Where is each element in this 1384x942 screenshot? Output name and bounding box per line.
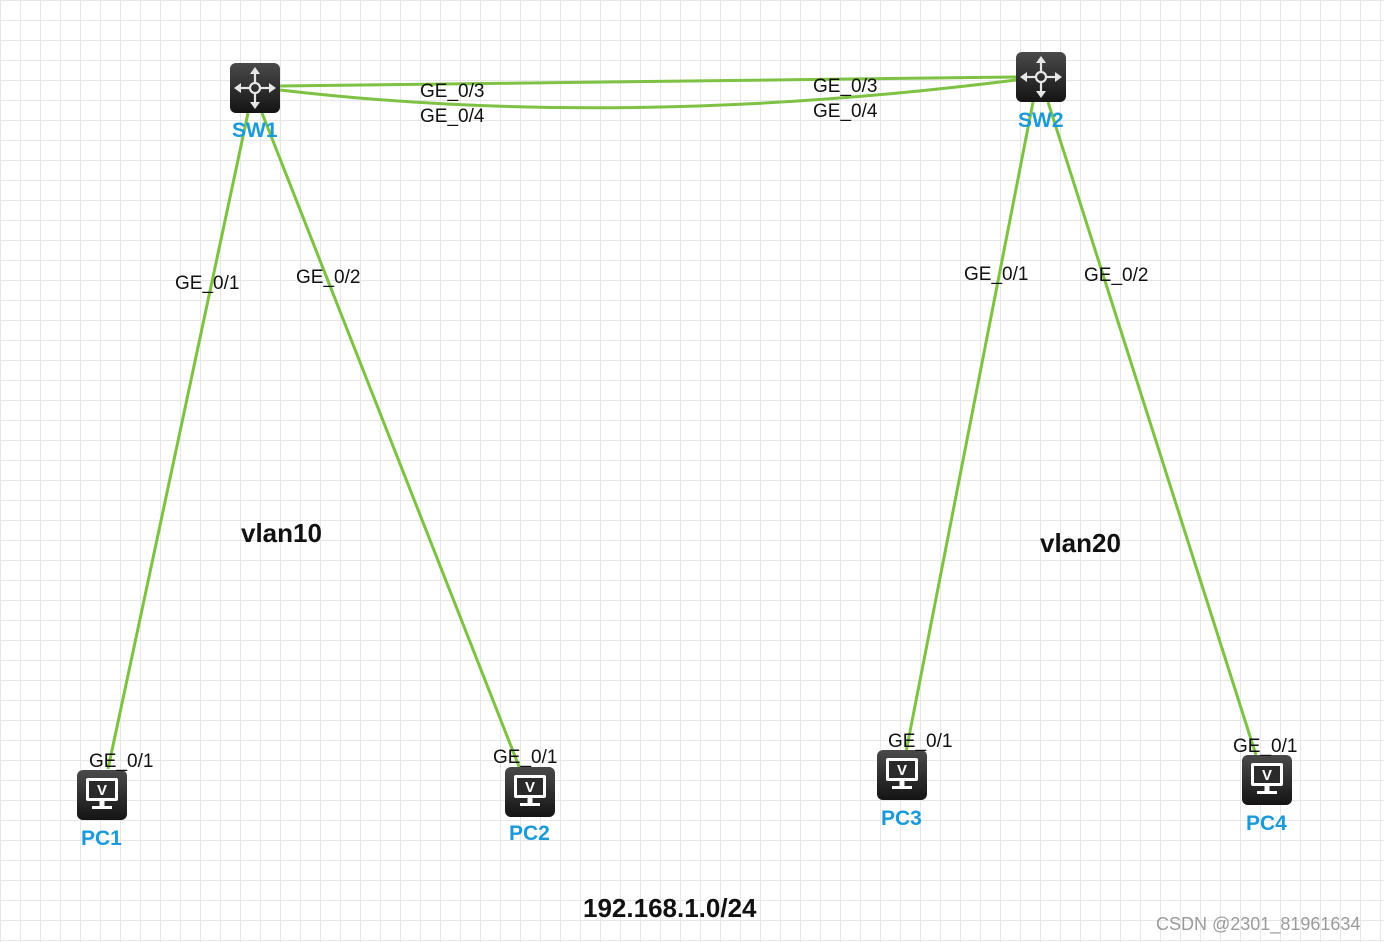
device-label-pc4: PC4 (1246, 812, 1287, 835)
watermark: CSDN @2301_81961634 (1156, 914, 1361, 934)
port-label-pc4-ge01: GE_0/1 (1233, 736, 1298, 757)
switch-icon (228, 61, 282, 115)
pc-pc3[interactable] (877, 750, 927, 800)
link-sw2-pc4[interactable] (1046, 101, 1258, 756)
pc-icon (1242, 755, 1292, 805)
pc-pc2[interactable] (505, 767, 555, 817)
device-label-pc1: PC1 (81, 827, 122, 850)
switch-sw1[interactable] (228, 61, 282, 115)
switch-icon (1014, 50, 1068, 104)
pc-pc1[interactable] (77, 770, 127, 820)
device-label-sw1: SW1 (232, 119, 278, 142)
port-label-pc3-ge01: GE_0/1 (888, 731, 953, 752)
port-label-sw1-ge01: GE_0/1 (175, 273, 240, 294)
pc-icon (505, 767, 555, 817)
pc-pc4[interactable] (1242, 755, 1292, 805)
vlan10-note: vlan10 (241, 518, 322, 548)
link-sw1-pc1[interactable] (106, 112, 250, 770)
port-label-sw1-ge04: GE_0/4 (420, 106, 485, 127)
link-sw1-sw2-ge04[interactable] (279, 78, 1017, 110)
link-sw2-pc3[interactable] (904, 101, 1035, 753)
port-label-sw2-ge02: GE_0/2 (1084, 265, 1149, 286)
pc-icon (77, 770, 127, 820)
device-label-sw2: SW2 (1018, 109, 1064, 132)
port-label-sw1-ge03: GE_0/3 (420, 81, 485, 102)
port-label-sw2-ge01: GE_0/1 (964, 264, 1029, 285)
vlan20-note: vlan20 (1040, 528, 1121, 558)
subnet-note: 192.168.1.0/24 (583, 893, 757, 923)
port-label-sw2-ge04: GE_0/4 (813, 101, 878, 122)
device-label-pc3: PC3 (881, 807, 922, 830)
link-sw1-pc2[interactable] (260, 112, 522, 770)
link-sw1-sw2-ge03[interactable] (279, 75, 1017, 88)
device-label-pc2: PC2 (509, 822, 550, 845)
port-label-sw1-ge02: GE_0/2 (296, 267, 361, 288)
port-label-pc1-ge01: GE_0/1 (89, 751, 154, 772)
port-label-sw2-ge03: GE_0/3 (813, 76, 878, 97)
pc-icon (877, 750, 927, 800)
port-label-pc2-ge01: GE_0/1 (493, 747, 558, 768)
switch-sw2[interactable] (1014, 50, 1068, 104)
